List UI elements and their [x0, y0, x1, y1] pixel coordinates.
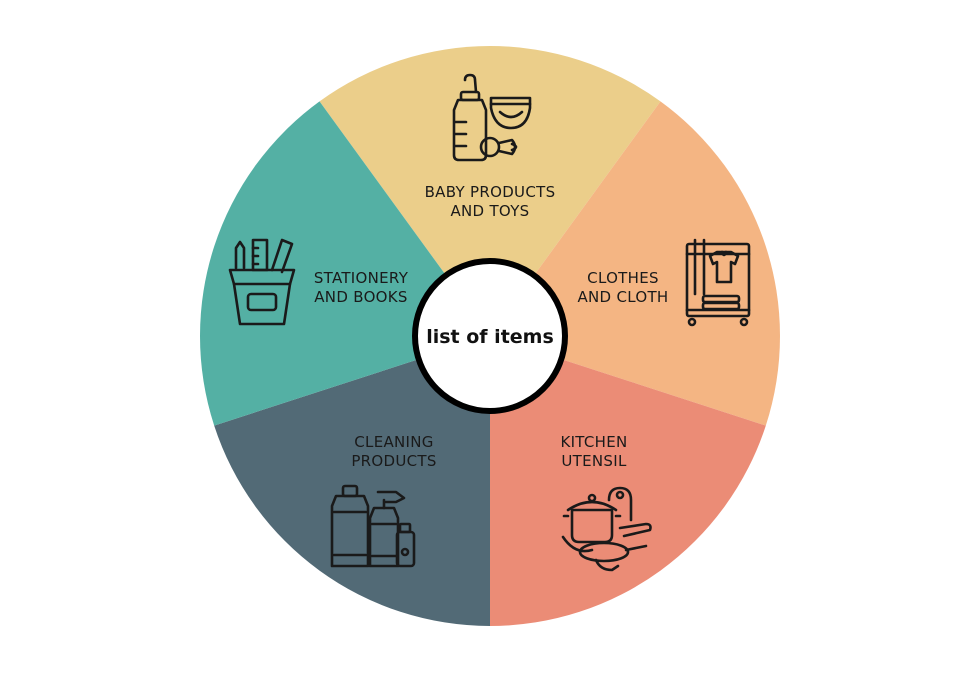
clothes-label-line1: CLOTHES — [587, 269, 659, 287]
pencil-cup-icon — [228, 238, 296, 326]
kitchen-label-line2: UTENSIL — [561, 452, 627, 470]
baby-label-line2: AND TOYS — [450, 202, 529, 220]
baby-bottle-diaper-icon — [452, 73, 532, 162]
cleaning-label-line1: CLEANING — [354, 433, 433, 451]
center-circle — [412, 258, 568, 414]
cookware-icon — [561, 486, 652, 572]
clothes-label-line2: AND CLOTH — [577, 288, 668, 306]
stationery-label-line2: AND BOOKS — [314, 288, 408, 306]
kitchen-label-line1: KITCHEN — [560, 433, 627, 451]
segment-cleaning-products — [214, 336, 490, 626]
cleaning-bottles-icon — [330, 484, 416, 568]
center-label: list of items — [426, 326, 554, 348]
segment-kitchen-utensil — [490, 336, 766, 626]
baby-label-line1: BABY PRODUCTS — [425, 183, 556, 201]
stationery-label-line1: STATIONERY — [314, 269, 409, 287]
segment-baby-products — [319, 46, 661, 336]
cleaning-label-line2: PRODUCTS — [351, 452, 436, 470]
wardrobe-icon — [685, 238, 751, 327]
